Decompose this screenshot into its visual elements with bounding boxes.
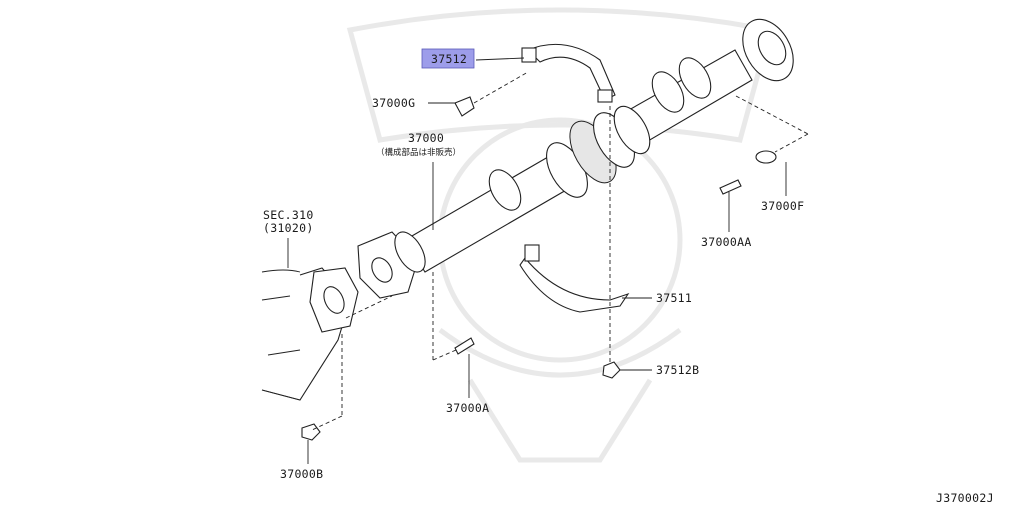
label-37000G[interactable]: 37000G [372,96,415,110]
label-37000AA[interactable]: 37000AA [701,235,752,249]
label-37512B[interactable]: 37512B [656,363,699,377]
label-sec310[interactable]: SEC.310 [263,208,314,222]
label-37000F[interactable]: 37000F [761,199,804,213]
label-37000[interactable]: 37000 [408,131,444,145]
label-37000-note: （構成部品は非販売） [376,147,461,158]
label-37512[interactable]: 37512 [431,52,467,66]
lower-bracket-drawing [519,244,630,313]
label-sec310-ref: (31020) [263,221,314,235]
small-parts-drawing [301,96,777,441]
leader-lines [287,57,809,464]
transmission-housing-drawing [261,267,359,401]
upper-bracket-drawing [521,43,616,103]
label-37000A[interactable]: 37000A [446,401,489,415]
diagram-code: J370002J [936,491,994,505]
label-37000B[interactable]: 37000B [280,467,323,481]
highlight-37512 [421,48,475,69]
propeller-shaft-drawing [357,18,794,299]
label-37511[interactable]: 37511 [656,291,692,305]
